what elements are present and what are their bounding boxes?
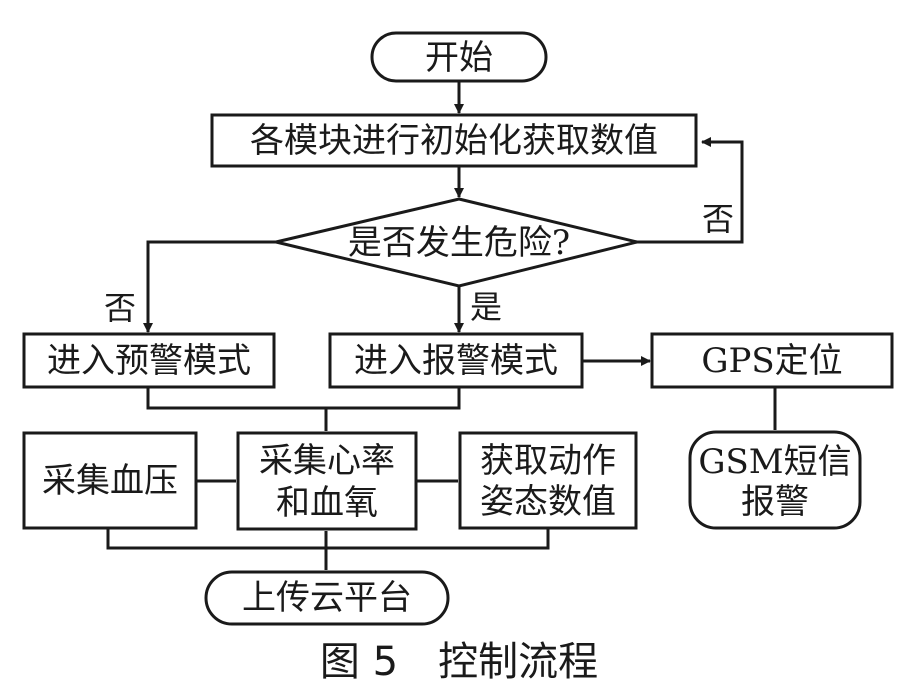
gps-node: GPS定位 bbox=[650, 332, 894, 389]
figure-caption: 图 5 控制流程 bbox=[320, 639, 598, 685]
edge-label-yes-alarm: 是 bbox=[470, 288, 502, 326]
decision-node: 是否发生危险? bbox=[275, 197, 638, 288]
start-node: 开始 bbox=[370, 31, 548, 83]
arrow-decision-no-loop bbox=[637, 137, 744, 244]
arrow-decision-to-warn bbox=[143, 240, 276, 333]
motion-posture-node: 获取动作 姿态数值 bbox=[458, 431, 638, 530]
gps-label: GPS定位 bbox=[701, 341, 842, 381]
gsm-node: GSM短信 报警 bbox=[688, 430, 862, 530]
alarm-mode-label: 进入报警模式 bbox=[354, 341, 558, 381]
heart-oxygen-label-line2: 和血氧 bbox=[276, 483, 378, 523]
warn-mode-node: 进入预警模式 bbox=[22, 332, 276, 389]
warn-mode-label: 进入预警模式 bbox=[47, 341, 251, 381]
start-label: 开始 bbox=[425, 38, 493, 78]
motion-posture-label-line1: 获取动作 bbox=[480, 441, 616, 481]
motion-posture-label-line2: 姿态数值 bbox=[480, 482, 616, 522]
heart-oxygen-node: 采集心率 和血氧 bbox=[236, 431, 418, 531]
blood-pressure-node: 采集血压 bbox=[22, 431, 198, 530]
init-node: 各模块进行初始化获取数值 bbox=[210, 113, 698, 168]
decision-label: 是否发生危险? bbox=[348, 223, 570, 263]
heart-oxygen-label-line1: 采集心率 bbox=[259, 441, 395, 481]
line-data-merge bbox=[106, 528, 550, 550]
gsm-label-line2: 报警 bbox=[741, 482, 809, 522]
edge-label-no-loop: 否 bbox=[702, 200, 734, 238]
gsm-label-line1: GSM短信 bbox=[698, 442, 851, 482]
blood-pressure-label: 采集血压 bbox=[42, 461, 178, 501]
edge-label-no-warn: 否 bbox=[104, 289, 136, 327]
line-modes-merge bbox=[146, 388, 461, 410]
init-label: 各模块进行初始化获取数值 bbox=[250, 121, 658, 161]
alarm-mode-node: 进入报警模式 bbox=[328, 332, 584, 389]
cloud-upload-label: 上传云平台 bbox=[242, 578, 412, 618]
cloud-upload-node: 上传云平台 bbox=[204, 570, 450, 626]
